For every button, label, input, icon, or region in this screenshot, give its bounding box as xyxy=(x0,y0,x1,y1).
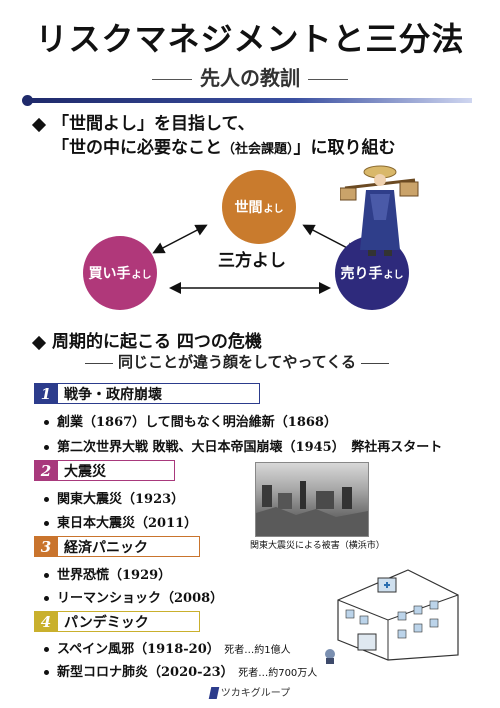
crisis-item-text: 関東大震災（1923） xyxy=(57,492,185,507)
divider-dot xyxy=(22,95,33,106)
crisis-item: 創業（1867）して間もなく明治維新（1868） xyxy=(44,411,337,430)
crisis-item: リーマンショック（2008） xyxy=(44,587,223,606)
crisis-label: 戦争・政府崩壊 xyxy=(58,383,260,404)
urite-suffix: よし xyxy=(383,269,404,281)
diamond-bullet-icon xyxy=(31,117,47,132)
subtitle-dash-left xyxy=(152,79,192,80)
company-name: ツカキグループ xyxy=(220,688,291,699)
sanpo-yoshi-label: 三方よし xyxy=(218,251,286,271)
kaite-suffix: よし xyxy=(131,269,152,281)
section1-line2-main: 「世の中に必要なこと xyxy=(52,138,222,158)
section1-line2-end: 」に取り組む xyxy=(293,138,396,158)
crisis-item: 関東大震災（1923） xyxy=(44,488,184,507)
kaite-yoshi-circle: 買い手よし xyxy=(83,236,157,310)
dot-bullet-icon xyxy=(44,420,49,425)
section1-line2-small: （社会課題） xyxy=(222,142,294,157)
title-divider xyxy=(22,95,472,106)
crisis-label: 大震災 xyxy=(58,460,175,481)
diamond-bullet-icon xyxy=(31,335,47,350)
section2-heading-text: 周期的に起こる 四つの危機 xyxy=(52,332,262,352)
crisis-item: スペイン風邪（1918-20） 死者…約1億人 xyxy=(44,638,291,657)
sub-dash-left xyxy=(85,362,113,364)
seken-yoshi-circle: 世間よし xyxy=(222,170,296,244)
page-title: リスクマネジメントと三分法 xyxy=(35,20,465,58)
crisis-item: 第二次世界大戦 敗戦、大日本帝国崩壊（1945） 弊社再スタート xyxy=(44,436,442,455)
earthquake-photo xyxy=(255,462,369,537)
dot-bullet-icon xyxy=(44,497,49,502)
crisis-item: 新型コロナ肺炎（2020-23） 死者…約700万人 xyxy=(44,661,317,680)
hospital-illustration xyxy=(325,569,459,664)
section2-sub-text: 同じことが違う顔をしてやってくる xyxy=(118,353,357,371)
sub-dash-right xyxy=(361,362,390,364)
crisis-item-text: 創業（1867）して間もなく明治維新（1868） xyxy=(57,415,337,430)
crisis-number: 3 xyxy=(34,536,58,557)
company-logo-icon xyxy=(208,687,220,699)
crisis-item: 世界恐慌（1929） xyxy=(44,564,171,583)
ruins-image xyxy=(256,481,368,536)
dot-bullet-icon xyxy=(44,647,49,652)
dot-bullet-icon xyxy=(44,445,49,450)
subtitle-dash-right xyxy=(308,79,348,80)
section2-subheading: 同じことが違う顔をしてやってくる xyxy=(80,351,394,372)
crisis-item-text: リーマンショック（2008） xyxy=(57,591,224,606)
seken-suffix: よし xyxy=(263,203,284,215)
subtitle-text: 先人の教訓 xyxy=(200,66,300,90)
section1-heading: 「世間よし」を目指して、 「世の中に必要なこと（社会課題）」に取り組む xyxy=(31,112,396,162)
photo-caption: 関東大震災による被害（横浜市） xyxy=(250,541,385,551)
crisis-item-text: 第二次世界大戦 敗戦、大日本帝国崩壊（1945） 弊社再スタート xyxy=(57,440,443,455)
crisis-item-text: 世界恐慌（1929） xyxy=(57,568,172,583)
merchant-illustration xyxy=(340,165,419,256)
crisis-label: 経済パニック xyxy=(58,536,200,557)
crisis-item-text: 東日本大震災（2011） xyxy=(57,516,198,531)
crisis-number: 2 xyxy=(34,460,58,481)
crisis-number: 4 xyxy=(34,611,58,632)
crisis-item-note: 死者…約700万人 xyxy=(238,668,318,679)
seken-label: 世間 xyxy=(234,200,263,216)
footer: ツカキグループ xyxy=(0,684,500,699)
dot-bullet-icon xyxy=(44,596,49,601)
section2-heading: 周期的に起こる 四つの危機 xyxy=(31,327,262,352)
kaite-label: 買い手 xyxy=(88,266,131,282)
crisis-item-text: スペイン風邪（1918-20） xyxy=(57,642,220,657)
crisis-item: 東日本大震災（2011） xyxy=(44,512,197,531)
section1-line1: 「世間よし」を目指して、 xyxy=(52,114,255,134)
crisis-label: パンデミック xyxy=(58,611,200,632)
dot-bullet-icon xyxy=(44,670,49,675)
crisis-item-text: 新型コロナ肺炎（2020-23） xyxy=(57,665,234,680)
crisis-item-note: 死者…約1億人 xyxy=(224,645,291,656)
crisis-number: 1 xyxy=(34,383,58,404)
dot-bullet-icon xyxy=(44,521,49,526)
dot-bullet-icon xyxy=(44,573,49,578)
urite-label: 売り手 xyxy=(340,266,383,282)
page-subtitle: 先人の教訓 xyxy=(0,62,500,91)
